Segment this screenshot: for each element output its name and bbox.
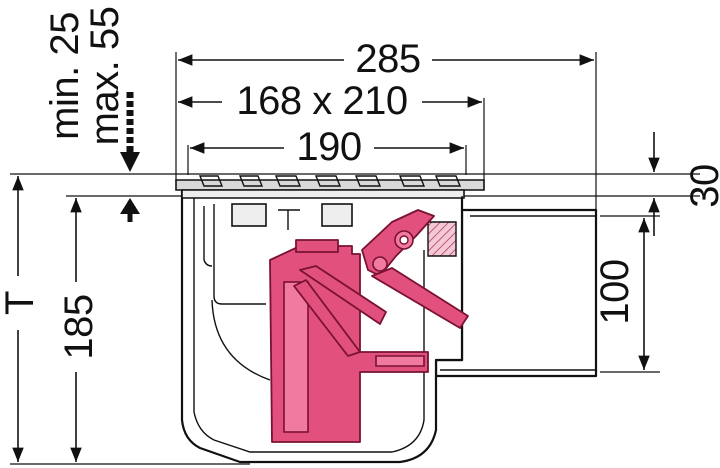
dim-body-height: 185	[57, 198, 101, 462]
dim-overall-width: 285	[178, 37, 594, 81]
dim-top-height: 30	[648, 132, 720, 236]
grate-bars	[198, 175, 462, 187]
adjust-min-label: min. 25	[43, 12, 87, 140]
dim-grate-size: 168 x 210	[178, 79, 482, 123]
total-height-label: T	[0, 291, 42, 315]
drain-body	[175, 175, 598, 464]
grate-size-label: 168 x 210	[236, 79, 407, 123]
dim-adjustment: min. 25 max. 55	[43, 7, 140, 222]
top-height-label: 30	[683, 164, 720, 208]
inner-width-label: 190	[296, 125, 361, 169]
body-height-label: 185	[57, 294, 101, 359]
adjust-max-label: max. 55	[83, 7, 127, 146]
outlet-size-label: 100	[593, 259, 637, 324]
overall-width-label: 285	[355, 37, 420, 81]
odour-trap-insert	[269, 209, 469, 443]
dim-inner-width: 190	[190, 125, 464, 169]
dim-total-height: T	[0, 176, 42, 462]
